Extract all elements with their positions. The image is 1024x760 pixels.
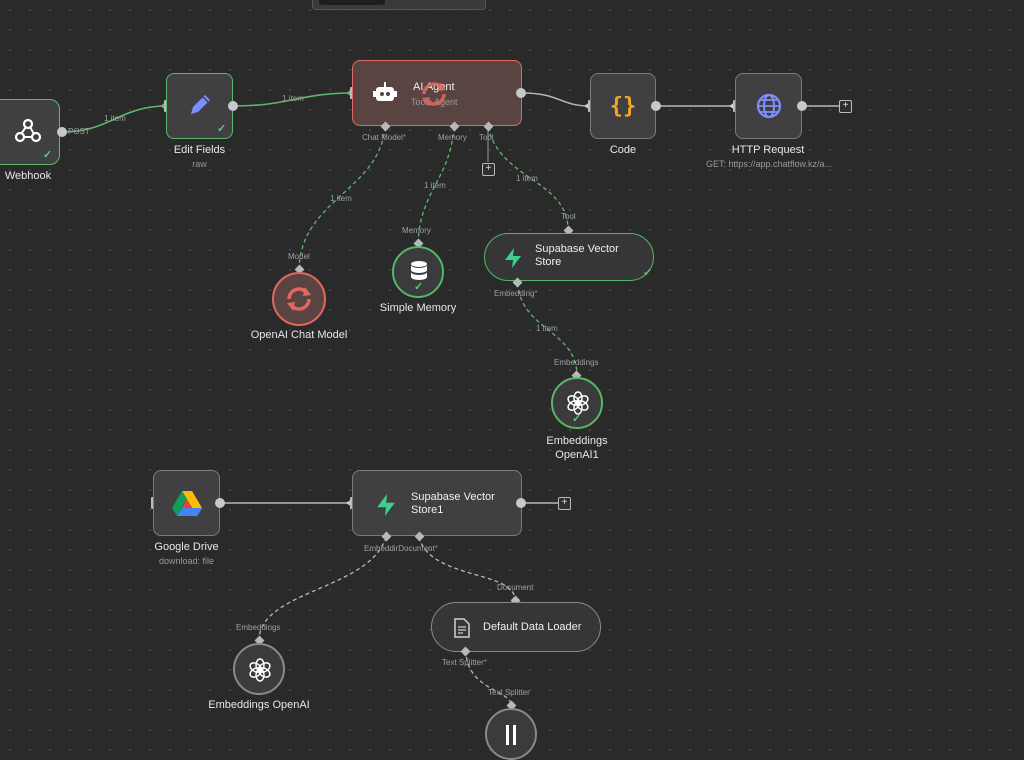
supabase-tool-port-label: Tool: [561, 212, 576, 221]
text-splitter-node-port-label: Text Splitter: [488, 688, 530, 697]
edge-label-tool: 1 item: [516, 174, 538, 183]
document-icon: [452, 616, 472, 640]
simple-memory-label: Simple Memory: [379, 302, 457, 314]
tool-port-label: Tool: [479, 133, 494, 142]
webhook-output-port[interactable]: [57, 127, 67, 137]
webhook-label: Webhook: [4, 170, 52, 182]
simple-memory-node[interactable]: ✓: [392, 246, 444, 298]
pencil-icon: [183, 88, 217, 122]
embeddings-openai1-node[interactable]: ✓: [551, 377, 603, 429]
google-drive-icon: [170, 488, 204, 518]
edit-fields-label: Edit Fields: [173, 144, 226, 156]
edge-webhook-edit: [61, 105, 167, 133]
success-check-icon: ✓: [572, 413, 582, 425]
success-check-icon: ✓: [43, 149, 53, 161]
openai-chat-model-node[interactable]: [272, 272, 326, 326]
error-refresh-icon: [283, 283, 315, 315]
supabase1-output-port[interactable]: [516, 498, 526, 508]
openai-icon: [565, 390, 591, 416]
ai-agent-sub: Tools Agent: [411, 97, 458, 107]
ai-agent-node[interactable]: AI Agent Tools Agent: [352, 60, 522, 126]
edge-label-embedding: 1 item: [536, 324, 558, 333]
embeddings1-port-label: Embeddings: [554, 358, 599, 367]
memory-node-port-label: Memory: [402, 226, 431, 235]
google-drive-output-port[interactable]: [215, 498, 225, 508]
openai-chat-model-label: OpenAI Chat Model: [250, 329, 348, 341]
ai-agent-output-port[interactable]: [516, 88, 526, 98]
embeddings-port-label: Embeddings: [236, 623, 281, 632]
edge-document: [418, 536, 516, 601]
add-after-http-button[interactable]: +: [839, 100, 852, 113]
http-output-port[interactable]: [797, 101, 807, 111]
robot-icon: [371, 79, 399, 107]
edit-fields-sub: raw: [192, 159, 207, 169]
edge-label-edit: 1 item: [282, 94, 304, 103]
embedding-port-label: Embedding*: [494, 289, 538, 298]
embeddings-openai-label: Embeddings OpenAI: [208, 699, 310, 711]
edit-fields-output-port[interactable]: [228, 101, 238, 111]
code-output-port[interactable]: [651, 101, 661, 111]
model-port-label: Model: [288, 252, 310, 261]
http-request-sub: GET: https://app.chatflow.kz/a...: [705, 159, 833, 169]
text-splitter-node[interactable]: [485, 708, 537, 760]
edge-edit-agent: [232, 92, 353, 107]
google-drive-node[interactable]: [153, 470, 220, 536]
code-braces-icon: {}: [609, 93, 637, 119]
success-check-icon: ✓: [414, 281, 424, 293]
supabase1-ports-label: EmbeddirDocument*: [364, 544, 438, 553]
edit-fields-node[interactable]: ✓: [166, 73, 233, 139]
splitter-bars-icon: [501, 722, 521, 748]
google-drive-label: Google Drive: [154, 541, 219, 553]
edge-label-memory: 1 item: [424, 181, 446, 190]
http-request-node[interactable]: [735, 73, 802, 139]
webhook-icon: [11, 114, 45, 148]
default-data-loader-node[interactable]: Default Data Loader: [431, 602, 601, 652]
globe-icon: [754, 91, 784, 121]
document-port-label: Document: [497, 583, 534, 592]
http-request-label: HTTP Request: [731, 144, 805, 156]
google-drive-sub: download: file: [158, 556, 215, 566]
edge-chatmodel: [298, 126, 386, 271]
database-icon: [407, 259, 431, 283]
embeddings-openai-node[interactable]: [233, 643, 285, 695]
edge-label-chatmodel: 1 item: [330, 194, 352, 203]
supabase-icon: [501, 245, 525, 271]
memory-port-label: Memory: [438, 133, 467, 142]
supabase-icon: [373, 491, 399, 519]
code-label: Code: [609, 144, 637, 156]
edge-memory: [417, 126, 455, 245]
openai-icon: [247, 657, 273, 683]
success-check-icon: ✓: [217, 123, 227, 135]
edge-tool: [487, 126, 569, 231]
webhook-port-label: POST: [68, 127, 90, 136]
edge-agent-code: [521, 92, 591, 107]
error-refresh-icon: [417, 77, 451, 111]
add-after-supabase1-button[interactable]: +: [558, 497, 571, 510]
data-loader-title: Default Data Loader: [483, 621, 582, 633]
edge-embedding: [517, 282, 578, 377]
top-toolbar: [312, 0, 486, 10]
success-check-icon: ✓: [643, 267, 653, 279]
text-splitter-port-label: Text Splitter*: [442, 658, 487, 667]
webhook-node[interactable]: ✓: [0, 99, 60, 165]
code-node[interactable]: {}: [590, 73, 656, 139]
add-tool-button[interactable]: +: [482, 163, 495, 176]
toolbar-segment[interactable]: [319, 0, 385, 5]
chat-model-port-label: Chat Model*: [362, 133, 407, 142]
edge-label-webhook: 1 item: [104, 114, 126, 123]
